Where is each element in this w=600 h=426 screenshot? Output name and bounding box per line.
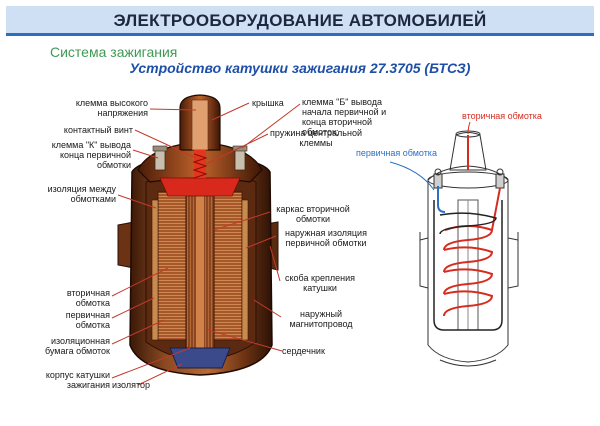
terminal-k bbox=[154, 149, 166, 171]
label-frame: каркас вторичной обмотки bbox=[276, 204, 350, 224]
label-b-terminal: клемма "Б" вывода начала первичной и кон… bbox=[302, 97, 387, 137]
schematic-secondary-winding bbox=[443, 135, 501, 317]
label-secondary-winding: вторичная обмотка bbox=[66, 288, 110, 308]
label-k-terminal: клемма "К" вывода конца первичной обмотк… bbox=[51, 140, 131, 170]
schematic-primary-winding bbox=[437, 186, 446, 213]
schematic-primary-label: первичная обмотка bbox=[356, 148, 437, 158]
label-core: сердечник bbox=[282, 346, 325, 356]
terminal-b bbox=[234, 149, 246, 171]
diagram-heading: Устройство катушки зажигания 27.3705 (БТ… bbox=[129, 60, 471, 76]
title-bar: ЭЛЕКТРООБОРУДОВАНИЕ АВТОМОБИЛЕЙ bbox=[6, 6, 594, 36]
leader-lines-right bbox=[205, 102, 301, 352]
schematic-primary-coils bbox=[433, 200, 503, 331]
leader-lines-left bbox=[111, 108, 197, 386]
label-bracket: скоба крепления катушки bbox=[285, 273, 355, 293]
label-outer-insulation: наружная изоляция первичной обмотки bbox=[285, 228, 367, 248]
label-insulating-paper: изоляционная бумага обмоток bbox=[44, 336, 110, 356]
label-spring: пружина центральной клеммы bbox=[269, 128, 362, 148]
label-hv-terminal: клемма высокого напряжения bbox=[75, 98, 148, 118]
label-winding-insulation: изоляция между обмотками bbox=[47, 184, 116, 204]
hv-terminal bbox=[191, 99, 209, 151]
schematic-secondary-label: вторичная обмотка bbox=[462, 111, 542, 121]
coil-schematic bbox=[419, 130, 519, 367]
label-cover: крышка bbox=[252, 98, 284, 108]
label-coil-housing: корпус катушки зажигания bbox=[45, 370, 110, 390]
red-insulation bbox=[159, 177, 241, 197]
insulator bbox=[169, 347, 231, 369]
label-contact-screw: контактный винт bbox=[63, 125, 133, 135]
poster-subtitle: Система зажигания bbox=[50, 44, 178, 60]
secondary-winding bbox=[157, 191, 187, 341]
label-insulator: изолятор bbox=[112, 380, 151, 390]
coil-cutaway bbox=[117, 94, 279, 376]
primary-winding bbox=[151, 199, 159, 341]
core-center bbox=[196, 188, 204, 348]
poster-title: ЭЛЕКТРООБОРУДОВАНИЕ АВТОМОБИЛЕЙ bbox=[113, 11, 487, 30]
label-magnetic-core: наружный магнитопровод bbox=[289, 309, 353, 329]
secondary-winding-right bbox=[213, 191, 243, 341]
label-primary-winding: первичная обмотка bbox=[65, 310, 110, 330]
